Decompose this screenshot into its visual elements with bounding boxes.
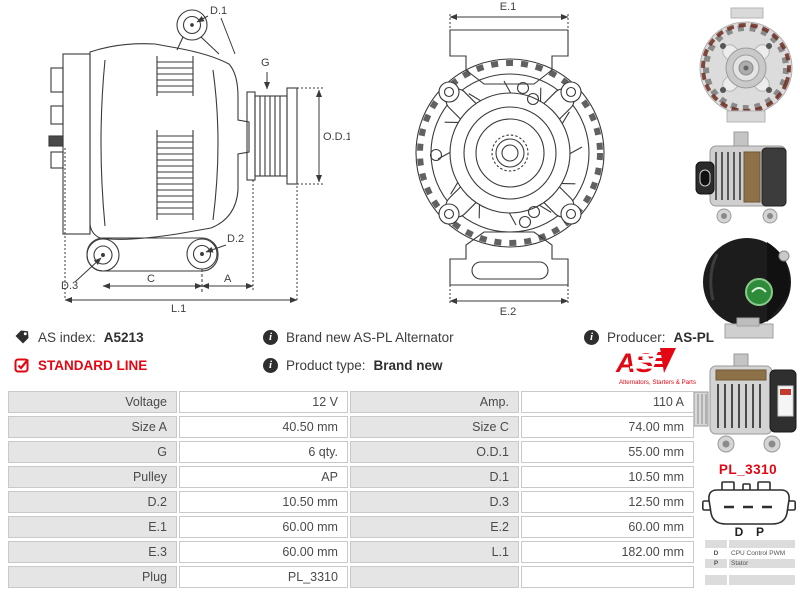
table-row: E.3 60.00 mm L.1 182.00 mm — [8, 541, 694, 563]
spec-table-wrap: Voltage 12 V Amp. 110 A Size A 40.50 mm … — [6, 388, 696, 591]
spec-label-cell: D.1 — [349, 466, 519, 488]
info-icon: i — [263, 329, 278, 345]
description-text: Brand new AS-PL Alternator — [286, 329, 454, 345]
spec-value-cell: 40.50 mm — [178, 416, 348, 438]
spec-value-cell: AP — [178, 466, 348, 488]
info-icon: i — [263, 357, 278, 373]
spec-value-cell: 55.00 mm — [520, 441, 694, 463]
product-type-value: Brand new — [373, 357, 443, 373]
spec-label-cell: D.2 — [8, 491, 177, 513]
alternator-front-outline — [415, 29, 605, 286]
spec-value-cell: 60.00 mm — [520, 516, 694, 538]
spec-label-cell: Voltage — [8, 391, 177, 413]
spec-value-cell: 12 V — [178, 391, 348, 413]
legend-row-d: D CPU Control PWM — [705, 549, 795, 558]
producer-label: Producer: — [607, 329, 666, 345]
producer-value: AS-PL — [673, 329, 715, 345]
table-row: D.2 10.50 mm D.3 12.50 mm — [8, 491, 694, 513]
spec-table: Voltage 12 V Amp. 110 A Size A 40.50 mm … — [6, 388, 696, 591]
info-icon: i — [584, 329, 599, 345]
spec-label-cell: D.3 — [349, 491, 519, 513]
spec-label-cell: L.1 — [349, 541, 519, 563]
legend-pin: P — [705, 559, 727, 568]
plug-pin-p-label: P — [756, 525, 764, 538]
as-pl-logo: AS Alternators, Starters & Parts — [608, 346, 698, 393]
standard-line-label: STANDARD LINE — [38, 357, 148, 373]
spec-label-cell: G — [8, 441, 177, 463]
table-row: Voltage 12 V Amp. 110 A — [8, 391, 694, 413]
logo-caption: Alternators, Starters & Parts — [619, 379, 696, 386]
spec-value-cell: 60.00 mm — [178, 516, 348, 538]
label-d1: D.1 — [210, 5, 227, 17]
plug-pin-d-label: D — [735, 525, 744, 538]
front-view-technical-drawing: E.1 E.2 — [400, 0, 685, 325]
table-row: E.1 60.00 mm E.2 60.00 mm — [8, 516, 694, 538]
label-c: C — [147, 273, 155, 285]
side-view-technical-drawing: D.1 G O.D.1 D.2 D.3 C A L.1 — [5, 2, 352, 319]
legend-header-row — [705, 540, 795, 548]
legend-pin: D — [705, 549, 727, 558]
spec-label-cell: O.D.1 — [349, 441, 519, 463]
producer-row: i Producer: AS-PL — [584, 328, 714, 346]
dimension-lines — [64, 15, 325, 303]
label-l1: L.1 — [171, 303, 186, 314]
as-index-value: A5213 — [103, 329, 144, 345]
spec-value-cell: 10.50 mm — [178, 491, 348, 513]
logo-text: AS — [615, 348, 654, 378]
spec-value-cell: PL_3310 — [178, 566, 348, 588]
description-row: i Brand new AS-PL Alternator — [263, 328, 454, 346]
table-row: Size A 40.50 mm Size C 74.00 mm — [8, 416, 694, 438]
spec-value-cell: 60.00 mm — [178, 541, 348, 563]
label-od1: O.D.1 — [323, 131, 350, 143]
product-type-label: Product type: — [286, 357, 366, 373]
product-type-row: i Product type: Brand new — [263, 356, 443, 374]
plug-connector-diagram: D P — [702, 480, 796, 543]
plug-code-label: PL_3310 — [718, 462, 778, 477]
alternator-front-view-photo[interactable] — [697, 6, 795, 129]
table-row: Plug PL_3310 — [8, 566, 694, 588]
label-d3: D.3 — [61, 280, 78, 292]
spec-label-cell — [349, 566, 519, 588]
spec-value-cell: 74.00 mm — [520, 416, 694, 438]
legend-desc: CPU Control PWM — [729, 549, 795, 558]
as-index-label: AS index: — [38, 329, 96, 345]
dimension-lines — [449, 14, 569, 304]
alternator-rear-view-photo[interactable] — [697, 230, 797, 350]
table-row: G 6 qty. O.D.1 55.00 mm — [8, 441, 694, 463]
label-g: G — [261, 57, 270, 69]
dimension-labels: E.1 E.2 — [500, 1, 517, 318]
legend-desc: Stator — [729, 559, 795, 568]
spec-label-cell: Plug — [8, 566, 177, 588]
spec-label-cell: Size C — [349, 416, 519, 438]
alternator-side-view-photo[interactable] — [694, 128, 798, 233]
as-index-row: AS index: A5213 — [14, 328, 144, 346]
legend-footer-row — [705, 575, 795, 585]
pin-legend-table: D CPU Control PWM P Stator — [705, 540, 795, 586]
spec-label-cell: Amp. — [349, 391, 519, 413]
spec-value-cell — [520, 566, 694, 588]
spec-label-cell: Pulley — [8, 466, 177, 488]
spec-label-cell: E.2 — [349, 516, 519, 538]
dimension-labels: D.1 G O.D.1 D.2 D.3 C A L.1 — [61, 5, 352, 315]
table-row: Pulley AP D.1 10.50 mm — [8, 466, 694, 488]
spec-value-cell: 6 qty. — [178, 441, 348, 463]
label-e1: E.1 — [500, 1, 517, 13]
spec-label-cell: E.3 — [8, 541, 177, 563]
spec-label-cell: Size A — [8, 416, 177, 438]
spec-value-cell: 12.50 mm — [520, 491, 694, 513]
tag-icon — [15, 330, 29, 344]
label-d2: D.2 — [227, 233, 244, 245]
standard-line-row: STANDARD LINE — [14, 356, 147, 374]
alternator-side-view-2-photo[interactable] — [692, 352, 800, 462]
alternator-side-outline — [48, 9, 298, 272]
legend-row-p: P Stator — [705, 559, 795, 568]
spec-value-cell: 110 A — [520, 391, 694, 413]
spec-value-cell: 10.50 mm — [520, 466, 694, 488]
spec-value-cell: 182.00 mm — [520, 541, 694, 563]
spec-label-cell: E.1 — [8, 516, 177, 538]
label-a: A — [224, 273, 232, 285]
checked-box-icon — [14, 358, 29, 373]
label-e2: E.2 — [500, 306, 517, 318]
